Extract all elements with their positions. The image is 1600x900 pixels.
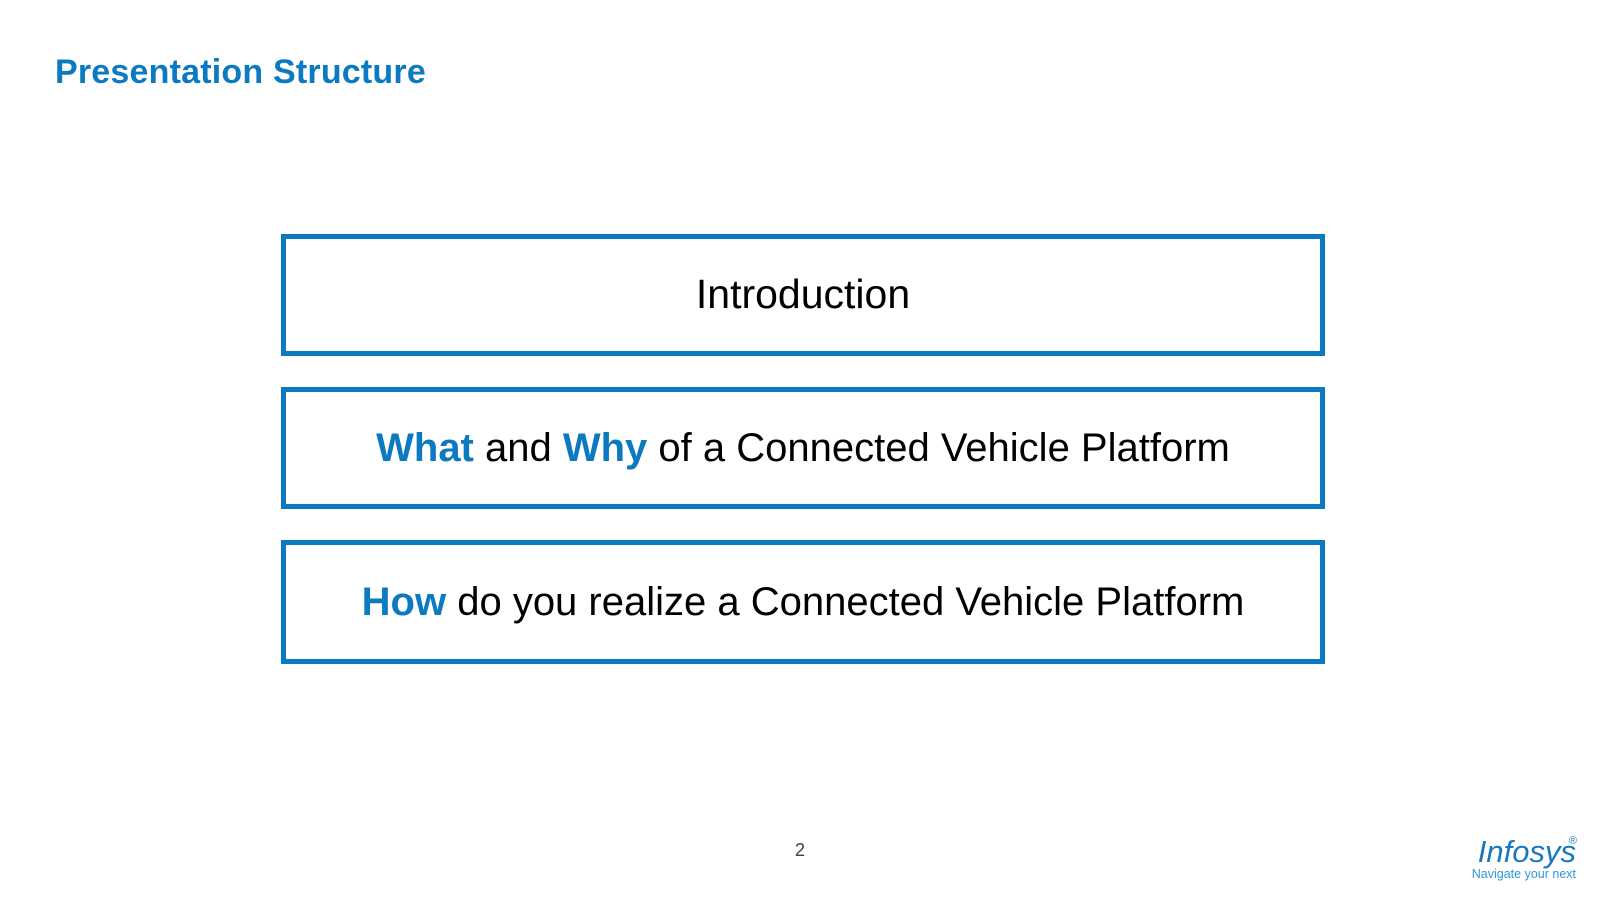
infosys-logo: Infosys ® Navigate your next	[1426, 828, 1578, 884]
structure-box-what-and-why-label: What and Why of a Connected Vehicle Plat…	[362, 425, 1244, 471]
structure-box-what-and-why[interactable]: What and Why of a Connected Vehicle Plat…	[281, 387, 1325, 509]
infosys-tagline: Navigate your next	[1472, 867, 1577, 881]
segment-text: Introduction	[695, 271, 911, 318]
structure-box-stack: Introduction What and Why of a Connected…	[281, 234, 1325, 664]
structure-box-introduction-label: Introduction	[682, 271, 924, 318]
infosys-wordmark: Infosys	[1478, 834, 1576, 869]
segment-emphasis-how: How	[361, 580, 447, 624]
structure-box-how-label: How do you realize a Connected Vehicle P…	[348, 579, 1259, 625]
segment-text-rest: of a Connected Vehicle Platform	[647, 426, 1230, 470]
infosys-logo-graphic: Infosys ® Navigate your next	[1472, 834, 1577, 881]
page-title: Presentation Structure	[55, 52, 426, 91]
structure-box-introduction[interactable]: Introduction	[281, 234, 1325, 356]
segment-text-rest: do you realize a Connected Vehicle Platf…	[446, 580, 1245, 624]
page-number: 2	[794, 840, 805, 860]
segment-emphasis-why: Why	[562, 426, 648, 470]
segment-emphasis-what: What	[376, 426, 474, 470]
structure-box-how[interactable]: How do you realize a Connected Vehicle P…	[281, 540, 1325, 664]
registered-trademark-icon: ®	[1569, 835, 1577, 847]
segment-text-and: and	[473, 426, 563, 470]
